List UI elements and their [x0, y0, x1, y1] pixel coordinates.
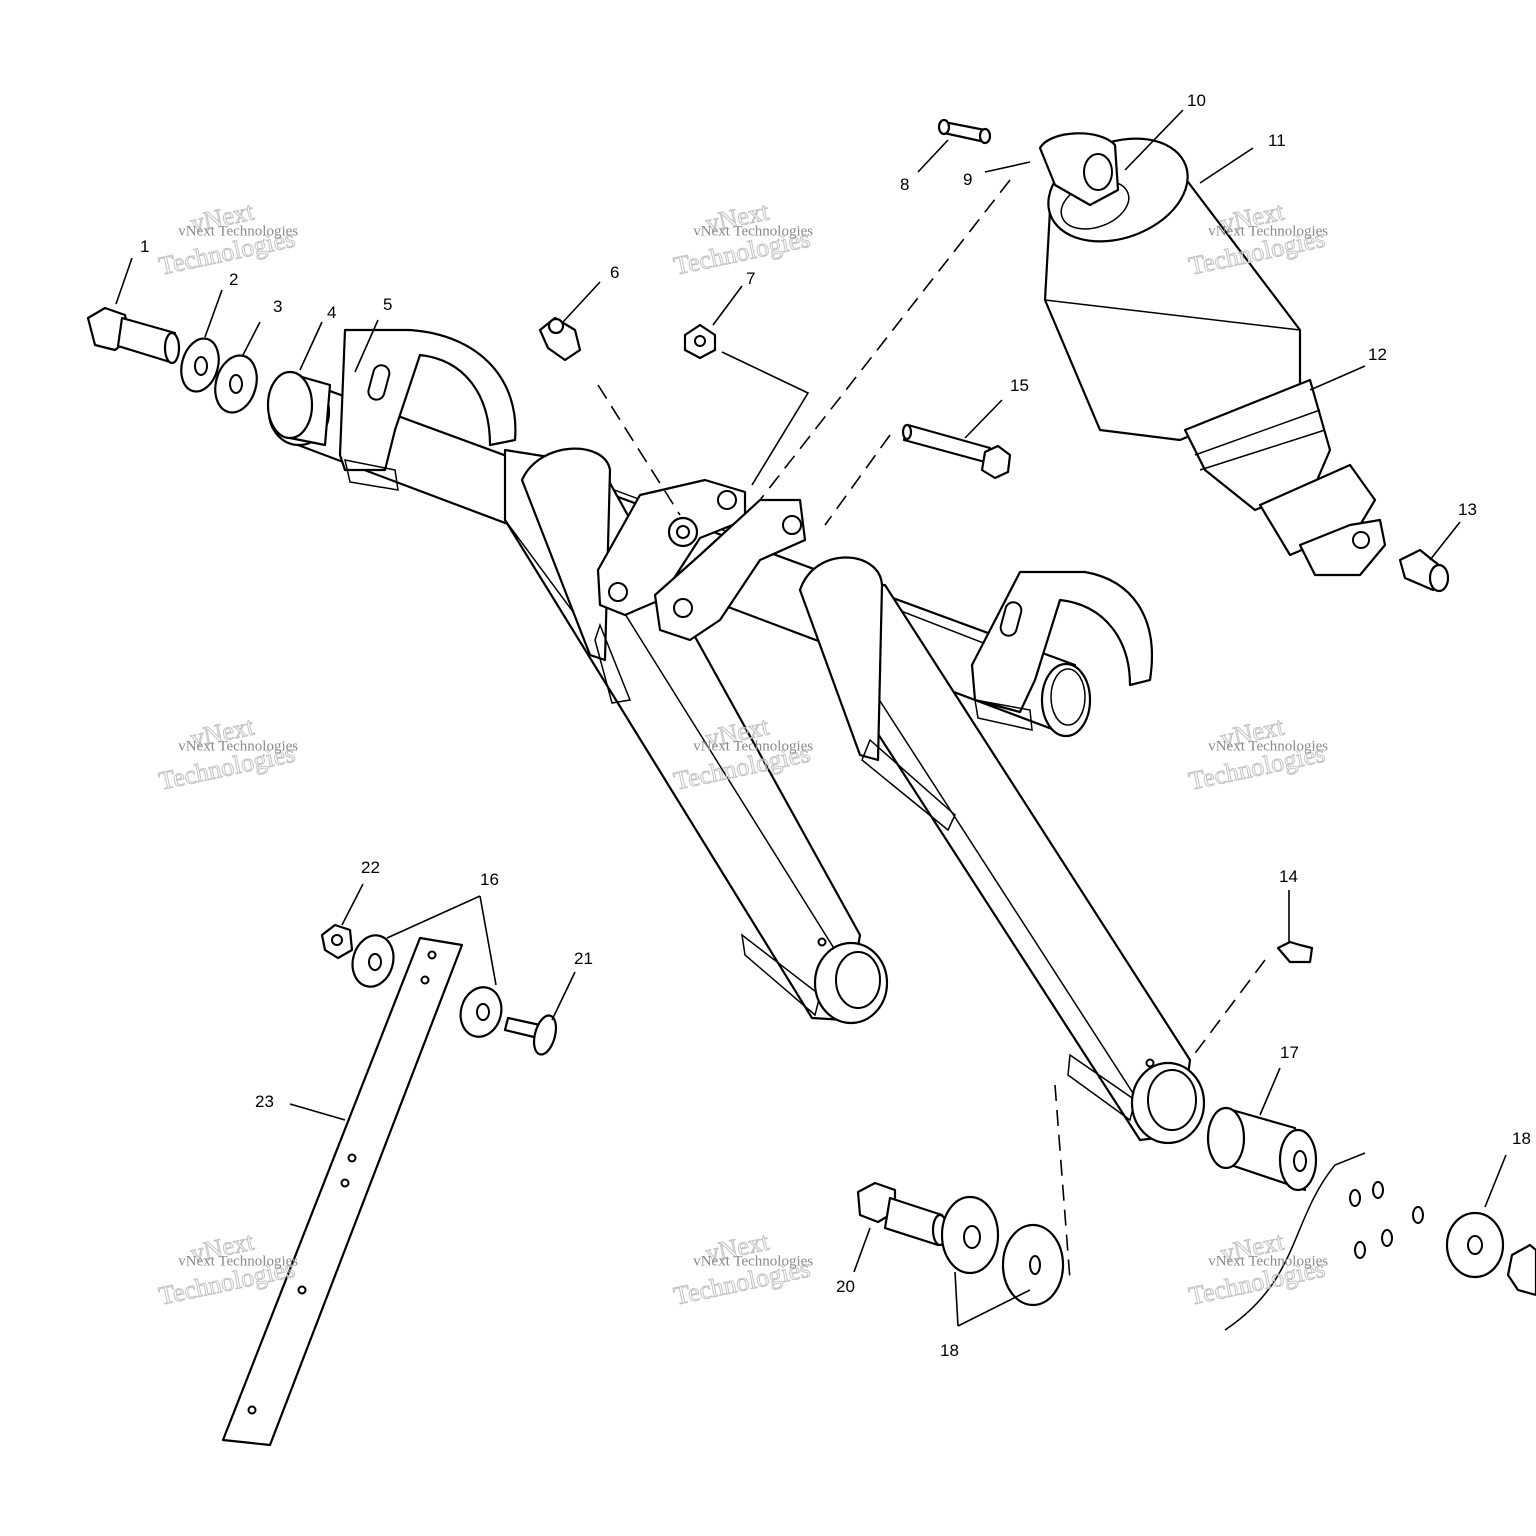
- callout-18-lower: 18: [940, 1341, 959, 1360]
- washers-18-lower: [940, 1195, 1065, 1307]
- callout-21: 21: [574, 949, 593, 968]
- callout-20: 20: [836, 1277, 855, 1296]
- right-bumper-bracket: [970, 570, 1153, 731]
- callout-11: 11: [1268, 131, 1286, 150]
- callout-1: 1: [140, 237, 149, 256]
- svg-text:vNext Technologies: vNext Technologies: [1208, 738, 1328, 754]
- watermark-2: vNext Technologies vNext Technologies: [671, 196, 814, 281]
- washers-16: [351, 934, 503, 1038]
- svg-text:vNext Technologies: vNext Technologies: [693, 738, 813, 754]
- watermark-6: vNext Technologies vNext Technologies: [1186, 711, 1329, 796]
- bolt-15: [901, 423, 1012, 480]
- bolt-1: [86, 306, 181, 365]
- callout-23: 23: [255, 1092, 274, 1111]
- center-mount-brackets: [596, 478, 807, 642]
- bushing-13: [1398, 548, 1450, 593]
- right-swing-arm: [798, 556, 1206, 1145]
- washer-18-right: [1445, 1211, 1536, 1297]
- callout-12: 12: [1368, 345, 1387, 364]
- watermark-1: vNext Technologies vNext Technologies: [156, 196, 299, 281]
- bushing-17: [1206, 1106, 1318, 1192]
- callout-15: 15: [1010, 376, 1029, 395]
- washer-2: [180, 337, 220, 393]
- callout-17: 17: [1280, 1043, 1299, 1062]
- bushing-4: [266, 370, 332, 447]
- svg-text:vNext Technologies: vNext Technologies: [178, 738, 298, 754]
- callout-9: 9: [963, 170, 972, 189]
- callout-6: 6: [610, 263, 619, 282]
- rail-plate-partial: [1224, 1152, 1424, 1331]
- left-swing-arm: [503, 447, 889, 1025]
- callout-2: 2: [229, 270, 238, 289]
- watermark-9: vNext Technologies vNext Technologies: [1186, 1226, 1329, 1311]
- svg-text:vNext Technologies: vNext Technologies: [1208, 1253, 1328, 1269]
- callout-14: 14: [1279, 867, 1298, 886]
- svg-text:vNext Technologies: vNext Technologies: [1208, 223, 1328, 239]
- left-bumper-bracket: [338, 328, 517, 491]
- svg-text:vNext Technologies: vNext Technologies: [693, 223, 813, 239]
- bolt-20: [856, 1181, 949, 1247]
- strap-23: [221, 936, 464, 1447]
- pin-8: [937, 118, 992, 145]
- callout-16: 16: [480, 870, 499, 889]
- callout-5: 5: [383, 295, 392, 314]
- watermark-8: vNext Technologies vNext Technologies: [671, 1226, 814, 1311]
- grease-fitting-6: [538, 316, 582, 362]
- leader-lines: [115, 109, 1507, 1327]
- nut-22: [320, 923, 354, 960]
- svg-text:vNext Technologies: vNext Technologies: [693, 1253, 813, 1269]
- grease-fitting-14: [1276, 940, 1314, 964]
- svg-text:vNext Technologies: vNext Technologies: [178, 223, 298, 239]
- callout-10: 10: [1187, 91, 1206, 110]
- callout-7: 7: [746, 269, 755, 288]
- nut-7: [683, 323, 717, 360]
- callout-13: 13: [1458, 500, 1477, 519]
- washer-3: [214, 354, 258, 414]
- callout-18-right: 18: [1512, 1129, 1531, 1148]
- pin-21: [503, 1014, 558, 1056]
- assembly-lines: [597, 179, 1266, 1281]
- shock-absorber: [1038, 132, 1387, 577]
- callout-3: 3: [273, 297, 282, 316]
- callout-labels: 1 2 3 4 5 6 7 8 9 10 11 12 13 14 15 16 1…: [140, 91, 1531, 1360]
- callout-22: 22: [361, 858, 380, 877]
- svg-text:vNext Technologies: vNext Technologies: [178, 1253, 298, 1269]
- callout-4: 4: [327, 303, 336, 322]
- watermark-4: vNext Technologies vNext Technologies: [156, 711, 299, 796]
- callout-8: 8: [900, 175, 909, 194]
